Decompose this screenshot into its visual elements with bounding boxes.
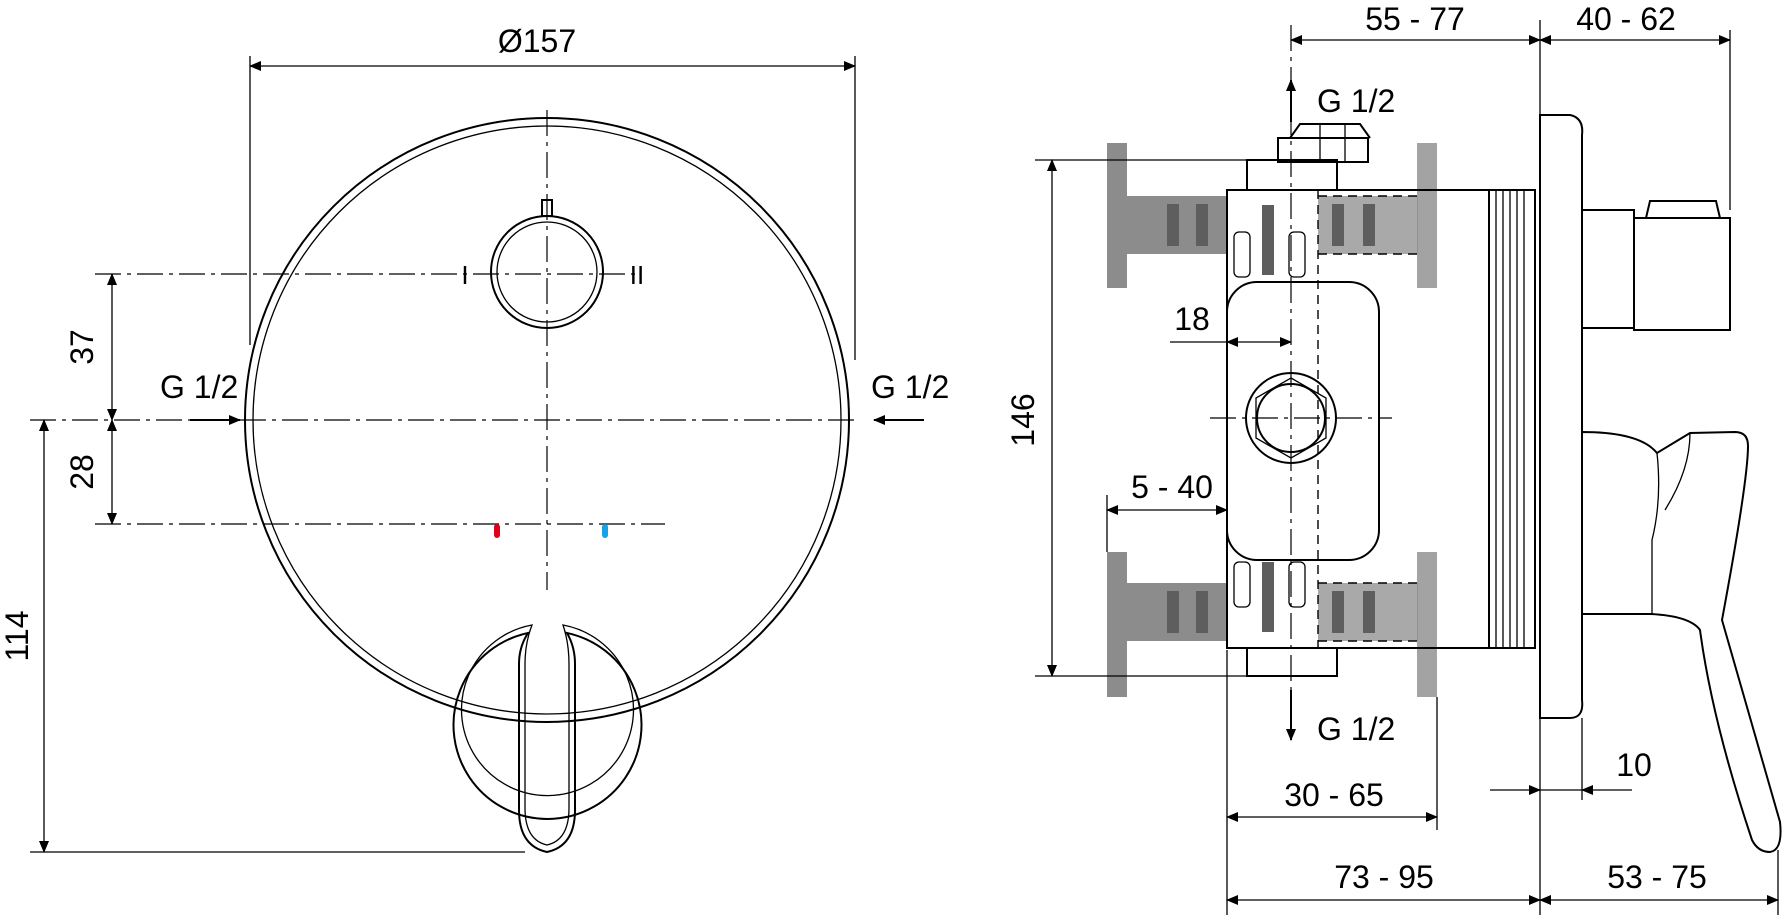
hot-indicator — [494, 524, 500, 538]
outlet-top-label: G 1/2 — [1317, 83, 1395, 119]
diameter-label: Ø157 — [498, 23, 576, 59]
dim-146: 146 — [1005, 393, 1041, 446]
dim-53-75: 53 - 75 — [1607, 859, 1707, 895]
front-view: I II Ø157 37 28 114 G 1/2 G 1/2 — [0, 23, 949, 854]
dim-28: 28 — [64, 454, 100, 490]
inlet-left-label: G 1/2 — [160, 369, 238, 405]
dim-73-95: 73 - 95 — [1334, 859, 1434, 895]
dim-10: 10 — [1616, 747, 1652, 783]
dim-37: 37 — [64, 329, 100, 365]
dim-18: 18 — [1174, 301, 1210, 337]
diverter-mark-1: I — [461, 260, 468, 290]
left-flange-bottom — [1107, 552, 1127, 697]
dim-30-65: 30 - 65 — [1284, 777, 1384, 813]
cartridge-box — [1226, 281, 1380, 561]
diverter-mark-2: II — [630, 260, 644, 290]
side-view: 55 - 77 40 - 62 G 1/2 G 1/2 146 18 5 - 4… — [1005, 1, 1782, 915]
inlet-right-label: G 1/2 — [871, 369, 949, 405]
lever-side — [1581, 430, 1782, 854]
dim-40-62: 40 - 62 — [1576, 1, 1676, 37]
dim-55-77: 55 - 77 — [1365, 1, 1465, 37]
lever-handle — [452, 524, 643, 854]
cover-plate-profile — [1539, 114, 1584, 719]
outlet-bottom-label: G 1/2 — [1317, 711, 1395, 747]
left-flange-top — [1107, 143, 1127, 288]
dim-114: 114 — [0, 610, 35, 661]
diverter-knob: I II — [461, 199, 644, 329]
diverter-knob-side — [1581, 209, 1635, 329]
dim-5-40: 5 - 40 — [1131, 469, 1213, 505]
cold-indicator — [602, 524, 608, 538]
